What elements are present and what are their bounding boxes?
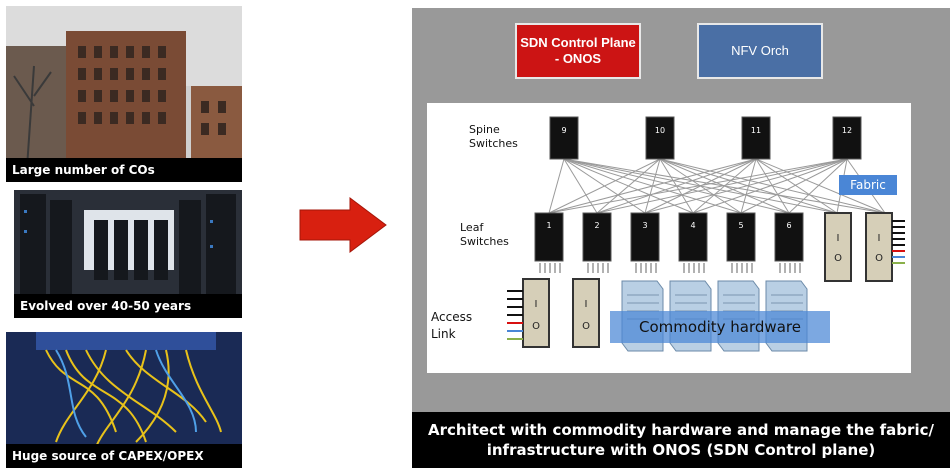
leaf-switch-id: 3 <box>642 221 647 230</box>
fabric-diagram: 9 10 11 12 1 2 <box>427 103 911 373</box>
panel-caption: Architect with commodity hardware and ma… <box>412 412 950 468</box>
svg-text:O: O <box>532 321 540 332</box>
leaf-switch: 1 <box>534 212 564 262</box>
card-caption: Large number of COs <box>6 158 242 182</box>
cables-photo: Huge source of CAPEX/OPEX <box>6 332 242 468</box>
access-link-label: Access Link <box>431 310 473 341</box>
io-module: I O <box>824 212 852 282</box>
leaf-switch-id: 4 <box>690 221 695 230</box>
card-caption: Evolved over 40-50 years <box>14 294 242 318</box>
fabric-tag: Fabric <box>839 175 897 195</box>
svg-text:O: O <box>875 253 883 264</box>
datacenter-photo: Evolved over 40-50 years <box>14 190 242 318</box>
spine-switch: 12 <box>832 116 862 160</box>
card-caption: Huge source of CAPEX/OPEX <box>6 444 242 468</box>
io-module: I O <box>572 278 600 348</box>
datacenter-image <box>14 190 242 318</box>
spine-switch-id: 11 <box>751 126 761 135</box>
spine-switch-id: 10 <box>655 126 665 135</box>
spine-switch: 11 <box>741 116 771 160</box>
right-arrow-icon <box>299 197 387 253</box>
spine-switch: 10 <box>645 116 675 160</box>
leaf-switch-id: 6 <box>786 221 791 230</box>
leaf-switches-label: Leaf Switches <box>460 221 509 248</box>
building-image <box>6 6 242 182</box>
spine-switches-label: Spine Switches <box>469 123 518 150</box>
spine-switch: 9 <box>549 116 579 160</box>
sdn-control-plane-box: SDN Control Plane - ONOS <box>515 23 641 79</box>
downlink-arrows <box>539 263 801 273</box>
svg-text:I: I <box>585 299 588 310</box>
svg-text:O: O <box>834 253 842 264</box>
fabric-links <box>548 158 886 214</box>
leaf-switch: 6 <box>774 212 804 262</box>
spine-switch-id: 12 <box>842 126 852 135</box>
leaf-switch: 3 <box>630 212 660 262</box>
svg-text:O: O <box>582 321 590 332</box>
spine-switch-id: 9 <box>561 126 566 135</box>
nfv-orch-box: NFV Orch <box>697 23 823 79</box>
leaf-switch: 4 <box>678 212 708 262</box>
leaf-switch-id: 1 <box>546 221 551 230</box>
io-module: I O <box>865 212 905 282</box>
leaf-switch: 5 <box>726 212 756 262</box>
svg-text:I: I <box>535 299 538 310</box>
co-building-photo: Large number of COs <box>6 6 242 182</box>
leaf-switch-id: 2 <box>594 221 599 230</box>
io-module: I O <box>507 278 550 348</box>
commodity-hardware-label: Commodity hardware <box>610 311 830 343</box>
svg-text:I: I <box>837 233 840 244</box>
leaf-switch-id: 5 <box>738 221 743 230</box>
leaf-switch: 2 <box>582 212 612 262</box>
architecture-panel: SDN Control Plane - ONOS NFV Orch 9 10 <box>412 8 950 468</box>
svg-text:I: I <box>878 233 881 244</box>
